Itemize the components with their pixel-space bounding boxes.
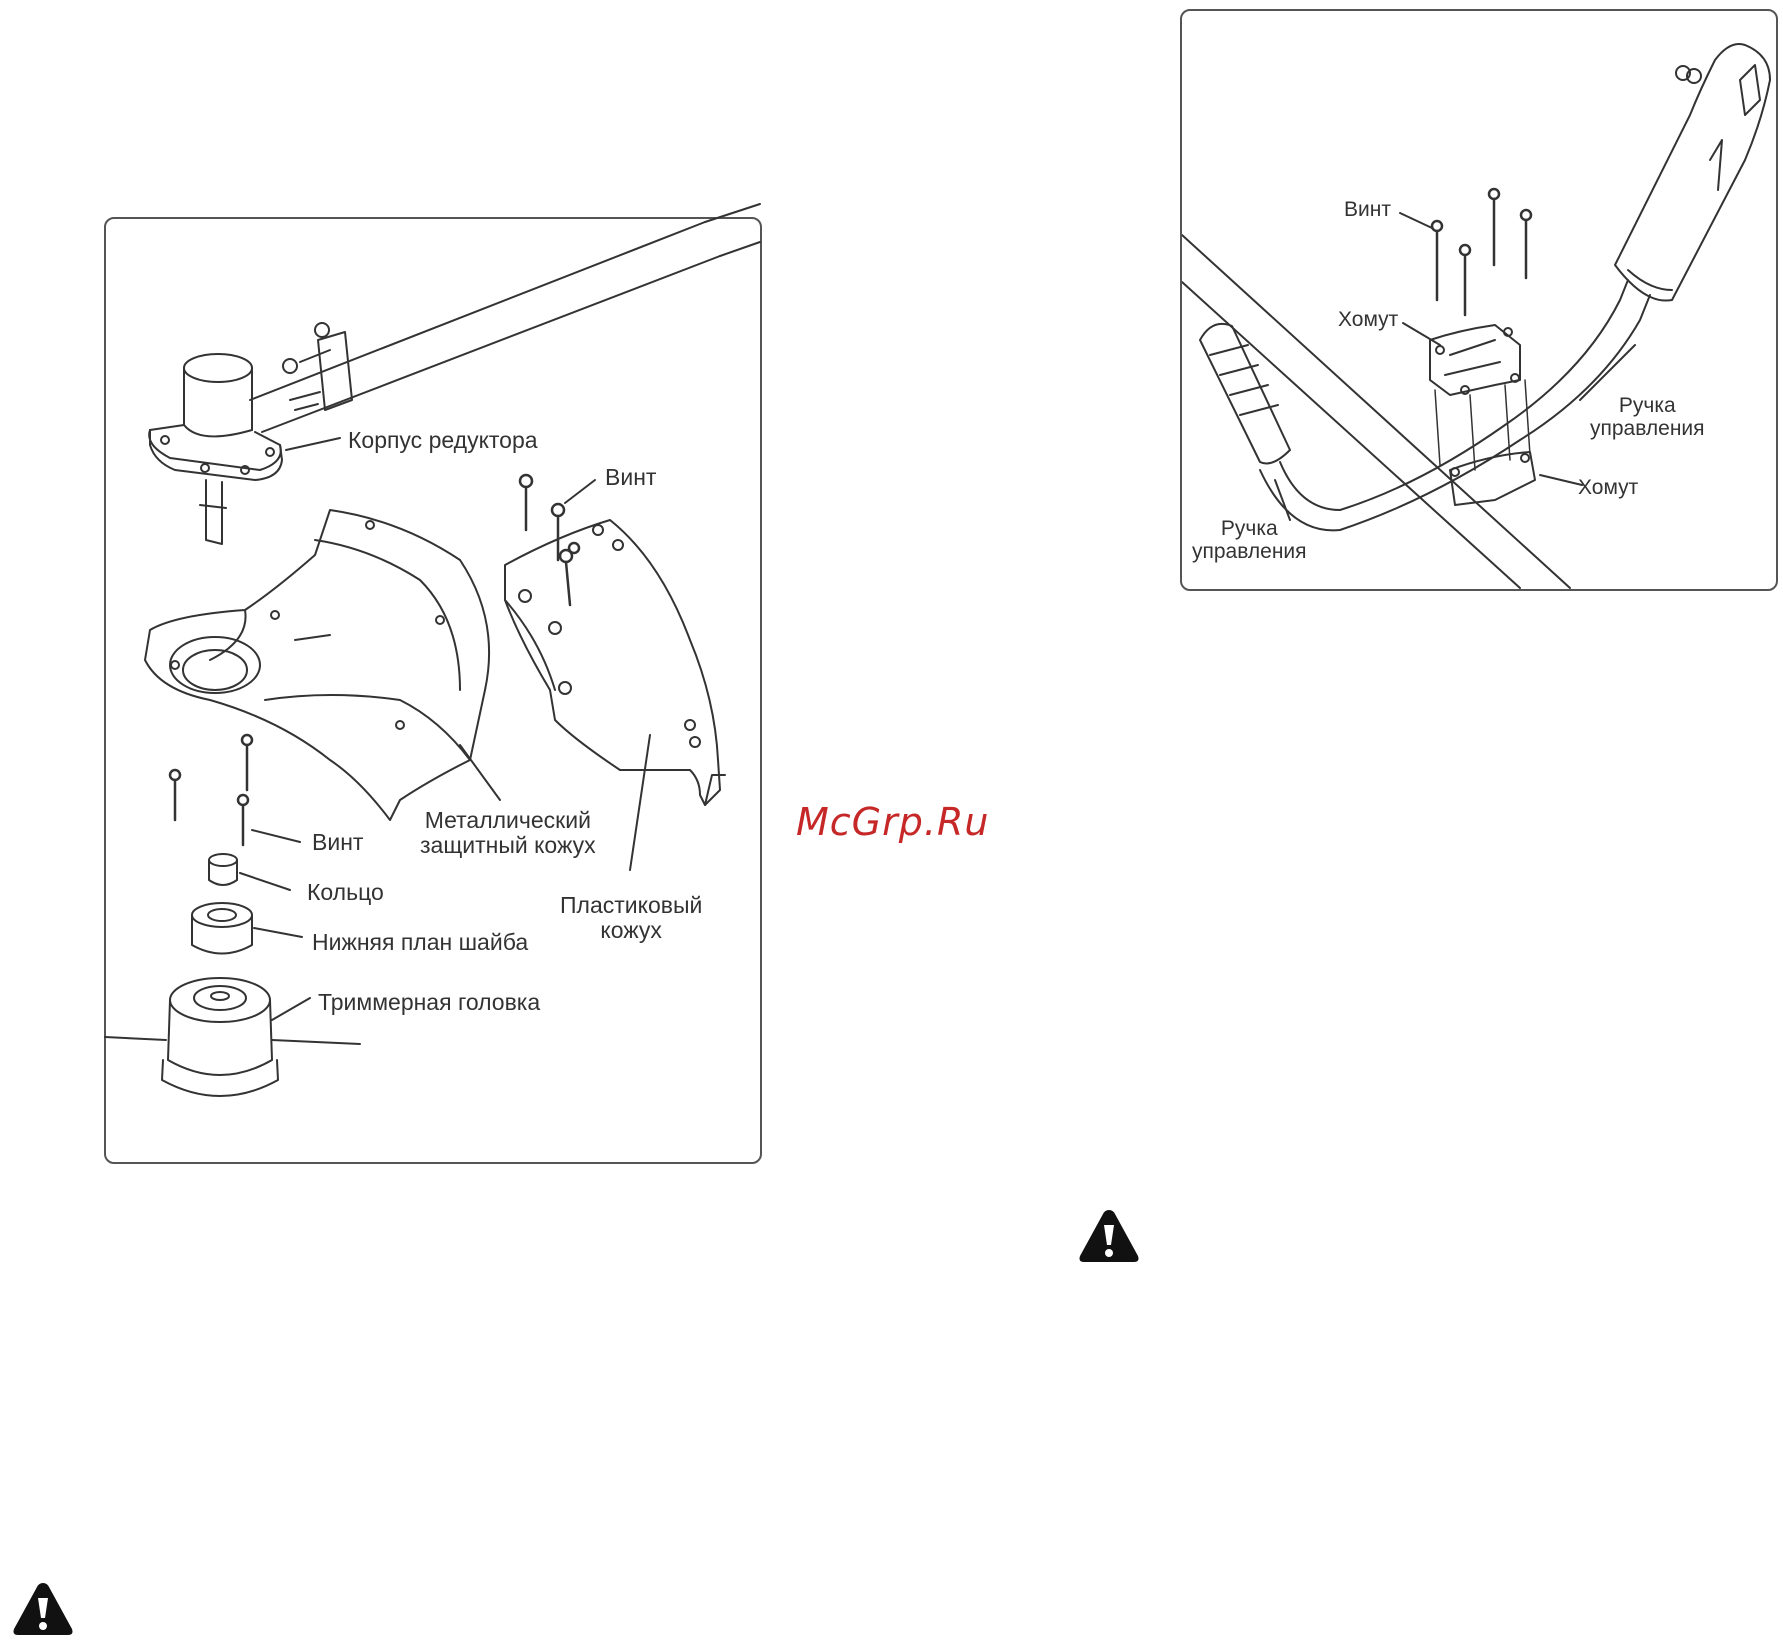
- gearbox-housing: [149, 354, 282, 544]
- leader-plastic-guard: [630, 735, 650, 870]
- leader-screw-top: [565, 480, 595, 503]
- label-metal-guard: Металлический защитный кожух: [420, 808, 596, 859]
- label-screw-right: Винт: [1344, 198, 1391, 221]
- leader-screw-bottom: [252, 830, 300, 842]
- watermark: McGrp.Ru: [796, 800, 989, 844]
- screws-top-left: [520, 475, 579, 605]
- label-gearbox-housing: Корпус редуктора: [348, 428, 538, 453]
- label-clamp-bottom: Хомут: [1578, 476, 1638, 499]
- drive-shaft: [250, 204, 760, 432]
- metal-guard: [145, 510, 489, 820]
- label-handle-right: Ручка управления: [1590, 394, 1705, 440]
- plastic-guard: [505, 520, 725, 805]
- shaft-clamp: [283, 323, 352, 410]
- leader-washer: [254, 928, 302, 937]
- label-trimmer-head: Триммерная головка: [318, 990, 540, 1015]
- screws-bottom-left: [170, 735, 252, 845]
- warning-triangle-icon: [11, 1580, 75, 1638]
- leader-ring: [240, 873, 290, 890]
- label-screw-bottom: Винт: [312, 830, 363, 855]
- lower-washer: [192, 903, 252, 954]
- label-plastic-guard: Пластиковый кожух: [560, 893, 702, 944]
- ring: [209, 854, 237, 885]
- label-handle-left: Ручка управления: [1192, 517, 1307, 563]
- assembly-diagram-handle: [1180, 9, 1778, 591]
- label-screw-top: Винт: [605, 465, 656, 490]
- leader-gearbox: [286, 438, 340, 450]
- label-clamp-top: Хомут: [1338, 308, 1398, 331]
- label-lower-washer: Нижняя план шайба: [312, 930, 528, 955]
- leader-trimmer-head: [272, 998, 310, 1020]
- leader-metal-guard: [460, 745, 500, 800]
- label-ring: Кольцо: [307, 880, 384, 905]
- warning-triangle-icon: [1077, 1207, 1141, 1265]
